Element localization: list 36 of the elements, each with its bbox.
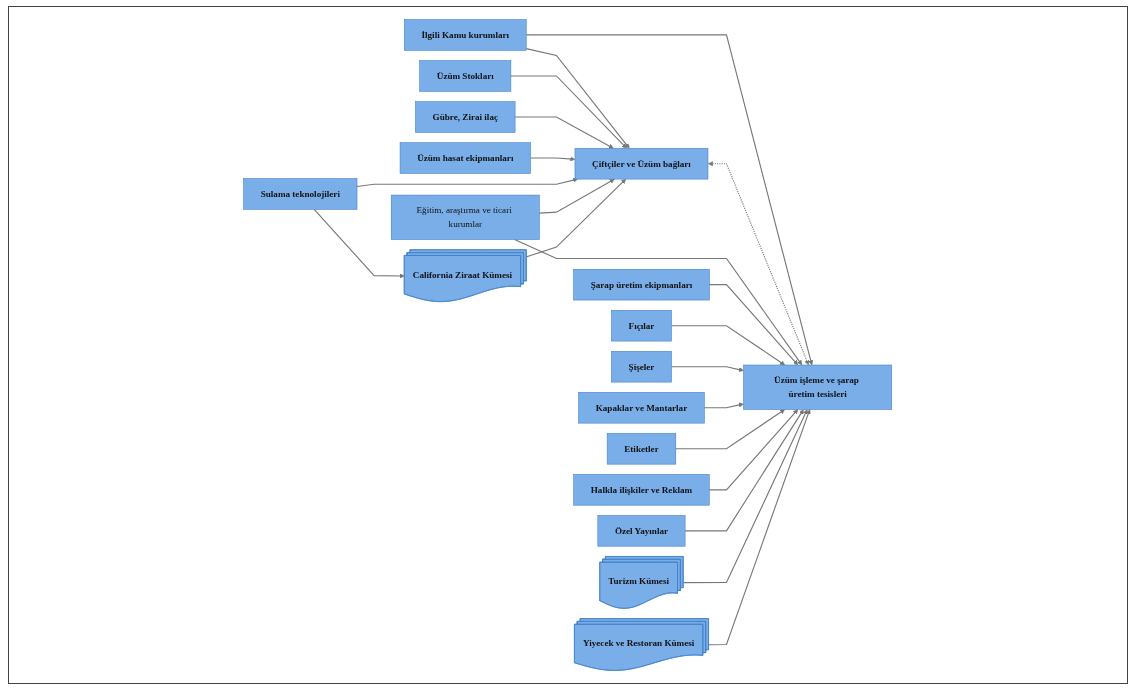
node-box [243, 178, 358, 210]
arrow [671, 325, 786, 366]
node-box [611, 310, 673, 342]
node-box [578, 392, 705, 424]
node-box [419, 60, 512, 92]
arrow [709, 409, 799, 491]
arrow [356, 177, 579, 188]
node-box [391, 194, 540, 240]
arrow [683, 409, 808, 584]
arrow [525, 48, 630, 149]
flowchart-diagram: İlgili Kamu kurumları Üzüm Stokları Gübre, Zirai ilaç Üzüm hasat ekipmanları Sulama teknolojileri Çiftçiler ve Üzüm bağları Üzüm işleme ve şarap üretim tesisleri Eğitim, araştırma ve ticari kurumlar California Ziraat Kümesi Şarap üretim ekipmanları Fıçılar Şişeler Kapaklar ve Mantarlar Etiketler Halkla ilişkiler ve Reklam Özel Yayınlar Turizm Kümesi Yiyecek ve Restoran Kümesi [239, 15, 897, 675]
arrow [514, 116, 615, 149]
arrow [530, 156, 576, 162]
node-box [611, 351, 673, 383]
node-box [743, 364, 893, 410]
arrow [675, 409, 786, 450]
arrow [525, 34, 814, 366]
arrow [684, 409, 805, 532]
node-box [573, 474, 710, 506]
arrow [708, 161, 810, 366]
arrow [510, 75, 628, 149]
arrow [313, 208, 406, 279]
node-box [404, 19, 527, 51]
arrow [514, 238, 803, 366]
node-box [575, 148, 709, 180]
arrow [526, 178, 627, 258]
node-box [400, 142, 532, 174]
arrow [539, 178, 616, 214]
node-box [597, 515, 686, 547]
node-box [415, 101, 516, 133]
arrow [704, 402, 745, 409]
arrow [671, 366, 745, 372]
arrow [708, 409, 811, 646]
node-box [607, 433, 677, 465]
node-box [573, 269, 710, 301]
arrow [709, 284, 799, 366]
